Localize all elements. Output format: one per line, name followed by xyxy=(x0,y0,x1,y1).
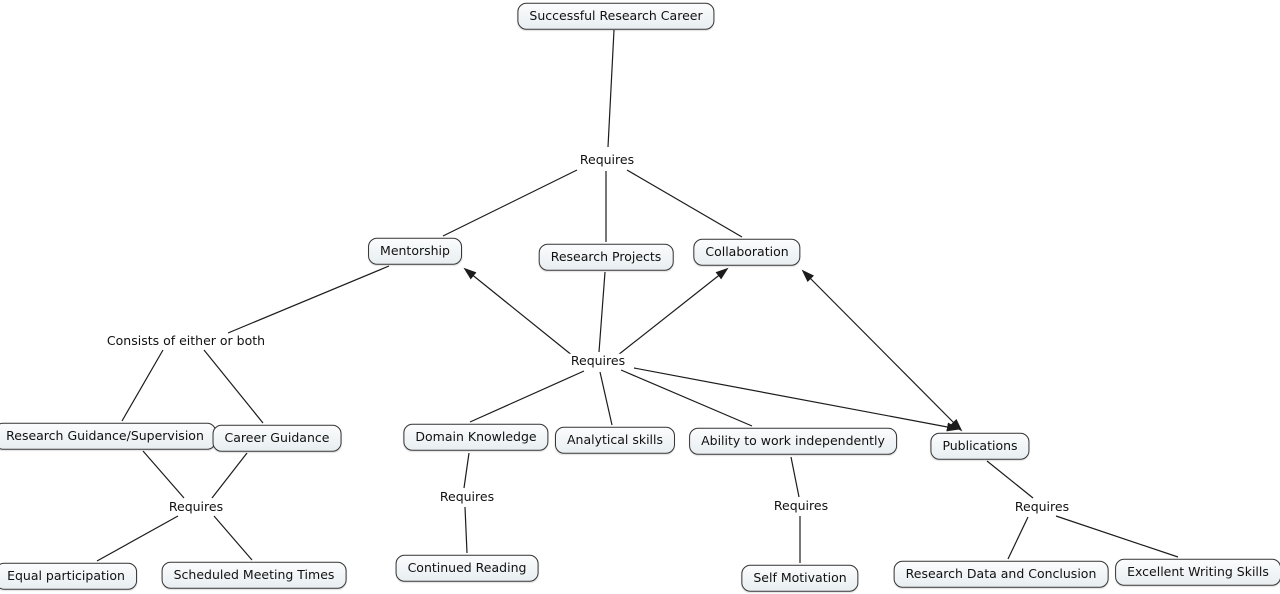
node-publications[interactable]: Publications xyxy=(930,432,1030,460)
link-line xyxy=(986,460,1034,499)
link-line xyxy=(463,452,470,489)
link-line xyxy=(607,29,615,148)
link-label-requires-publications[interactable]: Requires xyxy=(1012,498,1072,515)
node-excellent-writing-skills[interactable]: Excellent Writing Skills xyxy=(1115,558,1280,586)
link-line xyxy=(469,370,585,423)
link-line xyxy=(203,349,264,424)
link-line xyxy=(227,265,390,334)
node-mentorship[interactable]: Mentorship xyxy=(368,237,462,265)
link-line xyxy=(626,169,743,238)
node-scheduled-meeting-times[interactable]: Scheduled Meeting Times xyxy=(161,561,347,589)
node-research-guidance-supervision[interactable]: Research Guidance/Supervision xyxy=(0,422,216,450)
link-line xyxy=(599,371,613,426)
link-line-arrow xyxy=(617,267,729,356)
link-line xyxy=(464,506,468,554)
node-collaboration[interactable]: Collaboration xyxy=(693,238,801,266)
link-line xyxy=(620,369,753,427)
link-line xyxy=(1007,516,1029,560)
link-label-requires-center[interactable]: Requires xyxy=(568,352,628,369)
node-ability-to-work-independently[interactable]: Ability to work independently xyxy=(689,427,897,455)
link-label-requires-guidance-children[interactable]: Requires xyxy=(166,498,226,515)
link-line-arrow xyxy=(463,267,574,357)
link-line xyxy=(1055,515,1179,558)
link-line xyxy=(142,450,185,499)
link-label-requires-independence[interactable]: Requires xyxy=(771,497,831,514)
node-equal-participation[interactable]: Equal participation xyxy=(0,562,137,590)
node-analytical-skills[interactable]: Analytical skills xyxy=(554,426,676,454)
link-line xyxy=(213,515,253,561)
link-line-arrow xyxy=(633,367,960,432)
node-domain-knowledge[interactable]: Domain Knowledge xyxy=(403,423,549,451)
link-label-requires-top[interactable]: Requires xyxy=(577,151,637,168)
node-continued-reading[interactable]: Continued Reading xyxy=(395,554,539,582)
link-line-double-arrow xyxy=(801,269,963,432)
link-line xyxy=(442,169,578,237)
link-line xyxy=(211,452,248,499)
link-line xyxy=(96,515,179,562)
node-successful-research-career[interactable]: Successful Research Career xyxy=(517,2,715,30)
node-research-projects[interactable]: Research Projects xyxy=(538,243,674,271)
link-line xyxy=(121,349,164,422)
link-label-consists-of-either-or-both[interactable]: Consists of either or both xyxy=(104,332,268,349)
link-line xyxy=(790,456,800,498)
node-research-data-and-conclusion[interactable]: Research Data and Conclusion xyxy=(893,560,1109,588)
link-line xyxy=(598,271,606,353)
link-label-requires-domain-knowledge[interactable]: Requires xyxy=(437,488,497,505)
node-self-motivation[interactable]: Self Motivation xyxy=(741,564,859,592)
node-career-guidance[interactable]: Career Guidance xyxy=(212,424,342,452)
